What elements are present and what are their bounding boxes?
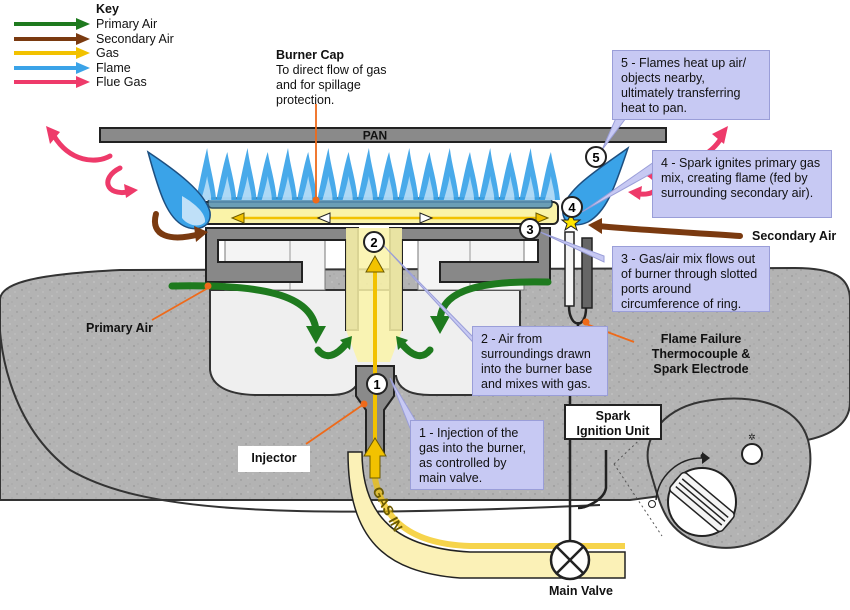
pan <box>99 127 667 143</box>
callout-pointers <box>383 117 655 429</box>
legend-title: Key <box>96 2 119 16</box>
flame-tongue-core <box>221 176 232 200</box>
flame-tongue-core <box>423 176 434 200</box>
flame-tongue-core <box>443 176 454 200</box>
flame-tongue-core <box>362 176 373 200</box>
legend-item: Flame <box>14 61 214 76</box>
flame-tongue <box>458 152 480 200</box>
flame-failure-label: Flame Failure Thermocouple & Spark Elect… <box>651 332 751 376</box>
legend-item: Flue Gas <box>14 75 214 90</box>
flame-tongue <box>317 148 338 200</box>
spark-symbol-icon: ✲ <box>748 432 756 442</box>
flame-tongue <box>378 152 399 200</box>
step-marker-5: 5 <box>592 150 599 165</box>
legend-item: Secondary Air <box>14 32 214 47</box>
flame-tongue <box>479 148 500 200</box>
flame-tongue-core <box>524 176 535 200</box>
flame-tongue-core <box>201 176 212 200</box>
flame-tongue <box>418 152 439 200</box>
burner-cap-title: Burner Cap <box>276 48 345 62</box>
flame-tongue <box>236 148 257 200</box>
step-markers: 1 2 3 4 5 <box>363 146 607 395</box>
flame-tongue-core <box>342 176 353 200</box>
burner-cap-description: To direct flow of gas and for spillage p… <box>276 63 387 107</box>
step-marker-1: 1 <box>373 377 380 392</box>
flame-tongue <box>256 152 277 200</box>
injector-label: Injector <box>238 446 310 472</box>
step-marker-2: 2 <box>370 235 377 250</box>
spark-icon <box>560 212 582 232</box>
flame-tongue-core <box>484 176 495 200</box>
primary-air-arrows <box>168 278 552 360</box>
step-marker-3: 3 <box>526 222 533 237</box>
step-marker-4: 4 <box>568 200 576 215</box>
flame-tongue <box>216 152 237 200</box>
flame-tongue-core <box>281 176 293 200</box>
flue-gas-left <box>51 133 113 163</box>
flame-tongue <box>519 148 540 200</box>
flame-tongue <box>196 148 217 200</box>
flame-tongue <box>539 152 560 200</box>
flame-tongue-core <box>383 176 394 200</box>
flame-tongue <box>499 152 520 200</box>
legend-item-label: Secondary Air <box>96 31 174 46</box>
flame-tongue <box>357 148 378 200</box>
callout-step-5: 5 - Flames heat up air/ objects nearby, … <box>612 50 770 120</box>
legend-arrow-icon <box>14 76 90 89</box>
gas-arrow-up <box>365 254 385 273</box>
flame-tongue <box>297 152 318 200</box>
flame-tongue-core <box>241 176 252 200</box>
flame-group <box>196 148 560 200</box>
legend-item: Primary Air <box>14 17 214 32</box>
flame-tongue-core <box>403 176 414 200</box>
leader-dots <box>204 196 590 408</box>
pan-label: PAN <box>363 129 387 143</box>
flame-tongue <box>398 148 419 200</box>
secondary-air-label: Secondary Air <box>752 229 837 243</box>
spark-ignition-unit: Spark Ignition Unit <box>564 404 662 440</box>
flame-tongue-core <box>261 176 272 200</box>
callout-step-3: 3 - Gas/air mix flows out of burner thro… <box>612 246 770 312</box>
primary-air-label: Primary Air <box>86 321 153 335</box>
flame-tongue <box>276 148 298 200</box>
legend-arrow-icon <box>14 32 90 45</box>
flame-tongue-core <box>544 176 555 200</box>
legend-arrow-icon <box>14 61 90 74</box>
flame-tongue-core <box>302 176 313 200</box>
legend-item: Gas <box>14 46 214 61</box>
flame-tongue-core <box>504 176 515 200</box>
legend-arrow-icon <box>14 47 90 60</box>
legend-item-label: Gas <box>96 46 119 61</box>
callout-step-1: 1 - Injection of the gas into the burner… <box>410 420 544 490</box>
legend-arrow-icon <box>14 18 90 31</box>
callout-step-4: 4 - Spark ignites primary gas mix, creat… <box>652 150 832 218</box>
flame-tongue-core <box>463 176 475 200</box>
flame-tongue-core <box>322 176 333 200</box>
control-panel <box>646 397 812 549</box>
legend-item-label: Flame <box>96 60 131 75</box>
callout-step-2: 2 - Air from surroundings drawn into the… <box>472 326 608 396</box>
flame-tongue <box>337 152 358 200</box>
main-valve-label: Main Valve <box>549 584 613 598</box>
legend-item-label: Flue Gas <box>96 75 147 90</box>
legend-item-label: Primary Air <box>96 17 158 32</box>
flame-tongue <box>438 148 459 200</box>
ignition-button <box>741 443 763 465</box>
gas-pipe <box>347 451 626 579</box>
